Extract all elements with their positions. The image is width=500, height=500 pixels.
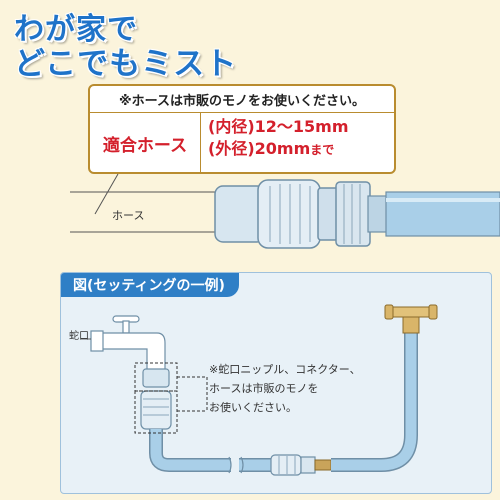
hose-dimensions: (内径)12〜15mm (外径)20mmまで bbox=[208, 116, 349, 161]
setting-example-panel: 図(セッティングの一例) 蛇口 ※蛇口ニップル、コネクター、 ホースは市販のモノ… bbox=[60, 272, 492, 494]
spec-note: ※ホースは市販のモノをお使いください。 bbox=[90, 86, 394, 113]
setting-note: ※蛇口ニップル、コネクター、 ホースは市販のモノを お使いください。 bbox=[209, 360, 409, 417]
inner-diameter: (内径)12〜15mm bbox=[208, 117, 349, 136]
compatible-hose-label: 適合ホース bbox=[90, 112, 201, 174]
setting-example-tag: 図(セッティングの一例) bbox=[61, 273, 239, 297]
faucet-label: 蛇口 bbox=[69, 331, 89, 342]
setting-note-line: お使いください。 bbox=[209, 401, 297, 414]
hose-spec-box: ※ホースは市販のモノをお使いください。 適合ホース (内径)12〜15mm (外… bbox=[88, 84, 396, 174]
title-line-2: どこでもミスト bbox=[14, 46, 238, 82]
title-line-1: わが家で bbox=[14, 12, 138, 47]
outer-diameter: (外径)20mmまで bbox=[208, 139, 335, 158]
setting-illustration bbox=[81, 304, 438, 476]
hose-label: ホース bbox=[110, 207, 147, 223]
hose-connector-illustration bbox=[70, 173, 500, 249]
outer-suffix: まで bbox=[310, 143, 335, 157]
setting-note-line: ※蛇口ニップル、コネクター、 bbox=[209, 363, 361, 376]
setting-note-line: ホースは市販のモノを bbox=[209, 382, 319, 395]
